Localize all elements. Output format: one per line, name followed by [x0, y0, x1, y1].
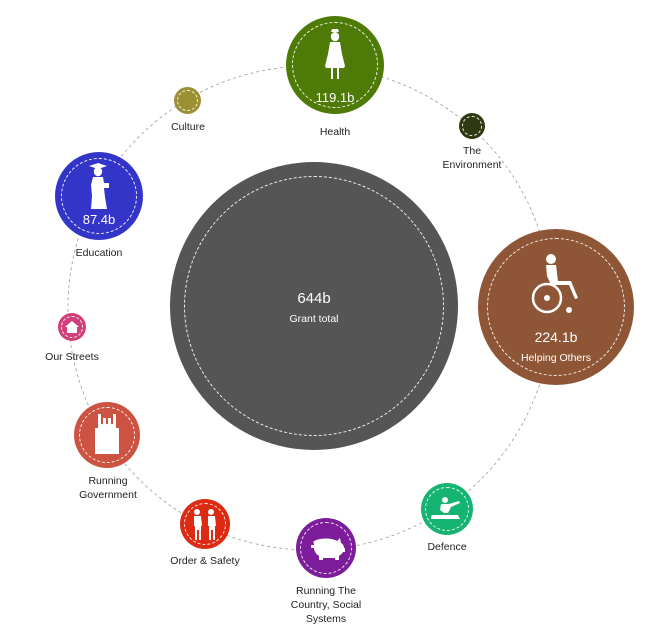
police-icon [194, 509, 216, 540]
running-country-bubble[interactable] [296, 518, 356, 578]
grant-total-bubble[interactable]: 644b Grant total [170, 162, 458, 450]
nurse-icon [325, 29, 345, 79]
running-government-label: Running Government [79, 474, 137, 502]
graduate-icon [89, 163, 109, 209]
pig-icon [311, 538, 345, 560]
our-streets-label: Our Streets [45, 351, 99, 363]
grant-total-label: Grant total [289, 313, 339, 325]
our-streets-bubble[interactable] [58, 313, 86, 341]
defence-label: Defence [427, 541, 467, 553]
house-icon [65, 321, 79, 333]
education-bubble[interactable]: 87.4b [55, 152, 143, 240]
running-government-label-line-1: Running [88, 475, 128, 487]
running-country-label: Running The Country, Social Systems [291, 584, 361, 626]
order-safety-label: Order & Safety [170, 555, 240, 567]
running-country-label-line-2: Country, Social [290, 599, 362, 611]
environment-label-line-1: The [462, 145, 482, 157]
health-bubble[interactable]: 119.1b [286, 16, 384, 114]
running-government-bubble[interactable] [74, 402, 140, 468]
helping-others-value: 224.1b [534, 329, 578, 345]
running-country-label-line-1: Running The [296, 585, 356, 597]
order-safety-bubble[interactable] [180, 499, 230, 549]
health-value: 119.1b [315, 90, 355, 105]
helping-others-bubble[interactable]: 224.1b Helping Others [478, 229, 634, 385]
education-value: 87.4b [82, 212, 116, 227]
soldier-icon [431, 497, 460, 519]
environment-label-line-2: Environment [442, 159, 502, 171]
running-government-label-line-2: Government [79, 489, 137, 501]
helping-others-label: Helping Others [520, 352, 592, 364]
environment-bubble[interactable] [459, 113, 485, 139]
wheelchair-icon [531, 254, 578, 314]
culture-bubble[interactable] [174, 87, 201, 114]
grant-total-value: 644b [297, 290, 331, 307]
culture-label: Culture [171, 121, 205, 133]
running-country-label-line-3: Systems [305, 613, 347, 625]
parliament-icon [95, 414, 119, 454]
environment-label: The Environment [443, 144, 502, 172]
education-label: Education [75, 247, 123, 259]
health-label: Health [319, 126, 351, 138]
defence-bubble[interactable] [421, 483, 473, 535]
